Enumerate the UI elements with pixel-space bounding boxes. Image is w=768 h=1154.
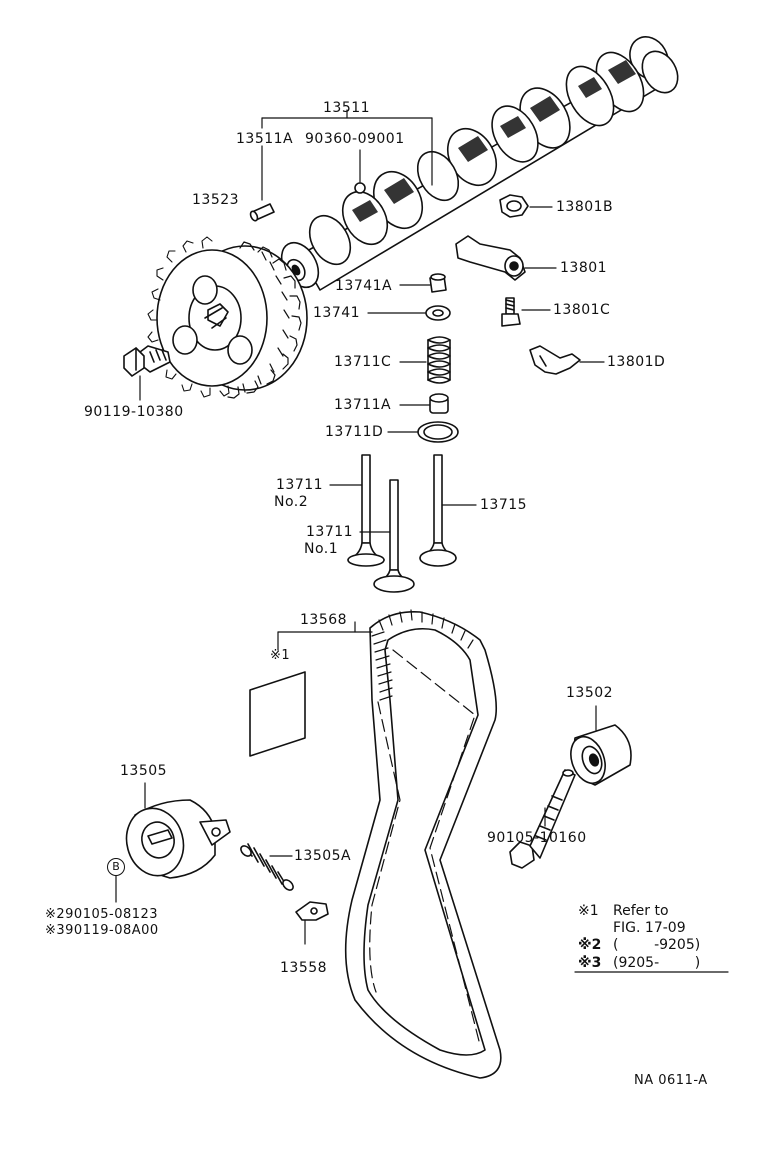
adjusting-screw [501, 297, 551, 327]
label-tensioner-bolt-2: ※290105-08123 [45, 907, 159, 922]
label-intake-valve-no2-tag: No.2 [274, 494, 309, 510]
intake-valve-no2 [329, 454, 385, 567]
figure-reference: NA 0611-A [634, 1073, 708, 1088]
intake-valve-no1 [359, 479, 415, 593]
camshaft-leader-lines [261, 109, 433, 201]
label-rocker-spring: 13801D [607, 354, 666, 370]
adjusting-nut [499, 194, 553, 218]
tensioner-spring [240, 843, 294, 891]
label-intake-valve-no2-num: 13711 [276, 477, 324, 493]
pin-13511a [249, 203, 275, 222]
label-intake-valve-no1-tag: No.1 [304, 541, 339, 557]
spring-retainer [367, 305, 451, 321]
valve-spring [399, 336, 451, 384]
label-adjusting-nut: 13801B [556, 199, 614, 215]
idler-pulley [570, 705, 632, 786]
label-valve-keeper: 13741A [335, 278, 393, 294]
label-belt-note: ※1 [270, 648, 291, 663]
label-cam-pulley: 13523 [192, 192, 240, 208]
label-spring-seat: 13711D [325, 424, 384, 440]
label-intake-valve-no1-num: 13711 [306, 524, 354, 540]
label-tensioner-spring: 13505A [294, 848, 352, 864]
label-pin: 13511A [236, 131, 294, 147]
label-pulley-bolt: 90119-10380 [84, 404, 184, 420]
exhaust-valve [419, 454, 477, 567]
label-exhaust-valve: 13715 [480, 497, 528, 513]
belt-label-sticker [249, 671, 306, 757]
label-timing-belt: 13568 [300, 612, 348, 628]
idler-bolt [509, 769, 576, 869]
camshaft [280, 36, 679, 291]
note-3-mark: ※3 [578, 955, 602, 971]
rocker-arm [455, 235, 557, 281]
note-2-text: ( -9205) [613, 937, 701, 953]
label-adjusting-screw: 13801C [553, 302, 611, 318]
note-1-text: Refer to [613, 903, 669, 919]
note-2-mark: ※2 [578, 937, 602, 953]
label-tensioner-bolt-3: ※390119-08A00 [45, 923, 159, 938]
label-valve-stem-seal: 13711A [334, 397, 392, 413]
timing-belt [277, 609, 502, 1079]
valve-stem-seal [399, 393, 449, 414]
note-1-text2: FIG. 17-09 [613, 920, 686, 936]
valve-keeper [399, 273, 447, 293]
label-idler-bolt: 90105-10160 [487, 830, 587, 846]
label-tensioner: 13505 [120, 763, 168, 779]
label-rocker-arm: 13801 [560, 260, 608, 276]
circle-b: B [107, 858, 125, 876]
tensioner [125, 782, 231, 879]
note-3-text: (9205- ) [613, 955, 701, 971]
label-valve-spring: 13711C [334, 354, 392, 370]
label-spring-retainer: 13741 [313, 305, 361, 321]
bolt-90119-10380 [123, 345, 171, 401]
label-ball: 90360-09001 [305, 131, 405, 147]
ball-90360 [354, 182, 366, 194]
spring-seat [387, 421, 459, 443]
label-idler-pulley: 13502 [566, 685, 614, 701]
tensioner-bracket [295, 901, 329, 945]
label-tensioner-bracket: 13558 [280, 960, 328, 976]
label-camshaft: 13511 [323, 100, 371, 116]
rocker-spring [529, 345, 605, 375]
note-1-mark: ※1 [578, 903, 599, 919]
cam-pulley [147, 236, 308, 399]
